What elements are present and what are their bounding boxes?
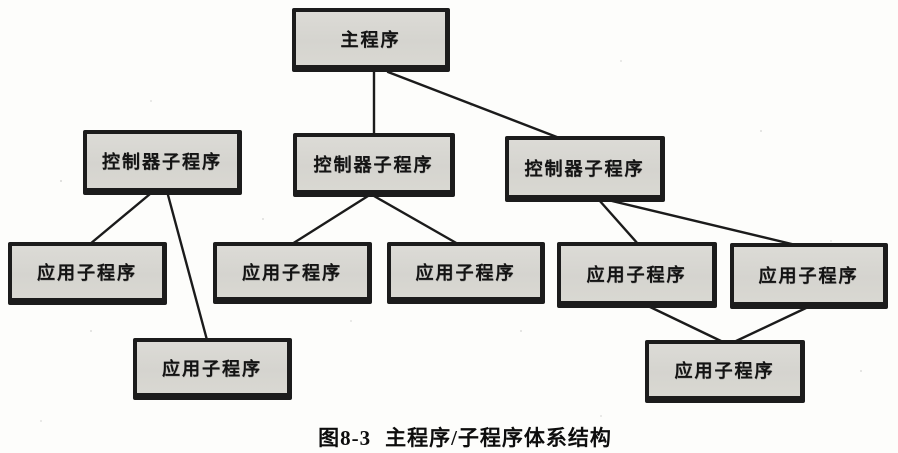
connector-ctrl-left-to-app6 <box>166 193 209 342</box>
connector-app5-to-app7 <box>732 306 808 344</box>
node-application-subprogram-1: 应用子程序 <box>8 242 167 305</box>
node-app2-label: 应用子程序 <box>242 262 342 283</box>
node-app5-label: 应用子程序 <box>758 265 859 286</box>
node-controller-middle-label: 控制器子程序 <box>313 154 434 175</box>
node-controller-left-label: 控制器子程序 <box>102 152 222 172</box>
connector-ctrl-mid-to-app2 <box>290 194 370 246</box>
connector-ctrl-mid-to-app3 <box>372 194 460 246</box>
node-application-subprogram-3: 应用子程序 <box>387 242 545 304</box>
node-controller-subprogram-left: 控制器子程序 <box>83 130 242 195</box>
node-application-subprogram-4: 应用子程序 <box>557 242 717 308</box>
connector-ctrl-left-to-app1 <box>88 192 152 246</box>
node-application-subprogram-5: 应用子程序 <box>730 243 888 309</box>
connector-app4-to-app7 <box>646 304 725 344</box>
node-controller-right-label: 控制器子程序 <box>524 158 645 179</box>
node-app6-label: 应用子程序 <box>162 358 262 379</box>
node-app4-label: 应用子程序 <box>586 264 687 285</box>
connector-ctrl-right-to-app5 <box>610 199 802 248</box>
figure-title: 主程序/子程序体系结构 <box>385 426 612 450</box>
node-application-subprogram-7: 应用子程序 <box>645 340 805 403</box>
node-main-program: 主程序 <box>292 8 450 72</box>
connector-ctrl-right-to-app4 <box>597 198 640 246</box>
node-application-subprogram-6: 应用子程序 <box>133 338 292 400</box>
node-controller-subprogram-right: 控制器子程序 <box>505 136 665 202</box>
figure-caption: 图8-3 主程序/子程序体系结构 <box>16 422 898 452</box>
node-app3-label: 应用子程序 <box>415 262 516 283</box>
node-app7-label: 应用子程序 <box>674 361 775 381</box>
connector-main-to-ctrl-right <box>386 70 564 141</box>
node-controller-subprogram-middle: 控制器子程序 <box>293 133 455 197</box>
node-application-subprogram-2: 应用子程序 <box>213 242 372 304</box>
figure-number: 图8-3 <box>318 426 372 450</box>
node-app1-label: 应用子程序 <box>37 263 137 283</box>
node-main-program-label: 主程序 <box>340 29 401 50</box>
